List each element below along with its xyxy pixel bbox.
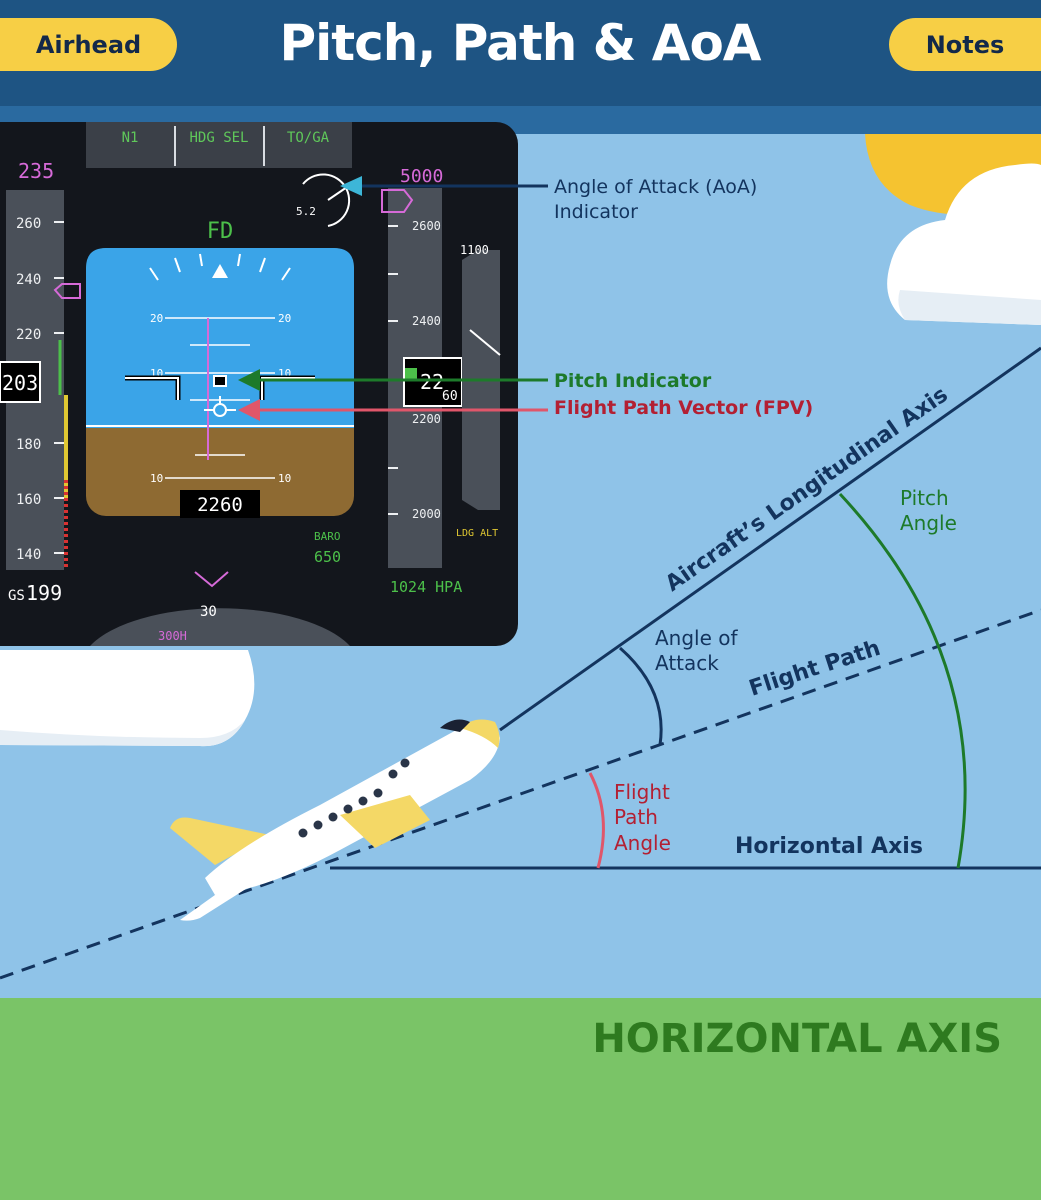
speed-tick-240: 240	[16, 272, 41, 288]
flight-director-label: FD	[207, 219, 234, 244]
speed-tick-260: 260	[16, 216, 41, 232]
radio-altitude-box	[180, 490, 260, 518]
speed-tick-160: 160	[16, 492, 41, 508]
vsi-value: 1100	[460, 243, 489, 257]
airplane-icon	[170, 719, 500, 921]
radio-altitude: 2260	[197, 494, 243, 516]
heading-bug-icon	[194, 571, 229, 588]
selected-speed: 235	[18, 159, 54, 183]
aoa-label-line1: Angle of	[655, 626, 739, 650]
pitch-tick-right-20: 20	[278, 312, 291, 325]
aoa-indicator-label-line1: Angle of Attack (AoA)	[554, 176, 757, 198]
current-altitude-small: 60	[442, 389, 458, 404]
current-altitude-big: 22	[420, 370, 444, 394]
aoa-arc	[619, 646, 663, 746]
pitch-angle-label-line2: Angle	[900, 511, 957, 535]
attitude-sky	[86, 248, 354, 428]
horizontal-axis-label: Horizontal Axis	[735, 834, 923, 859]
fpv-label: Flight Path Vector (FPV)	[554, 397, 813, 419]
fpv-symbol-icon	[204, 396, 236, 417]
selected-altitude: 5000	[400, 166, 443, 187]
vsi-scale	[462, 250, 500, 510]
ldg-alt-label: LDG ALT	[456, 528, 498, 539]
baro-setting: 1024 HPA	[390, 578, 462, 596]
flight-path-angle-arc	[588, 772, 605, 869]
aoa-label-line2: Attack	[655, 651, 719, 675]
ground-horizontal-axis-label: HORIZONTAL AXIS	[592, 1016, 1002, 1062]
pitch-tick-right-m10: 10	[278, 472, 291, 485]
baro-value: 650	[314, 548, 341, 566]
aoa-indicator-label-line2: Indicator	[554, 201, 638, 223]
altitude-bug-icon	[381, 189, 414, 213]
fma-thrust: N1	[122, 130, 139, 146]
pitch-angle-arc	[838, 492, 967, 869]
airhead-button[interactable]: Airhead	[0, 18, 177, 71]
current-speed: 203	[2, 371, 38, 395]
pitch-indicator-label: Pitch Indicator	[554, 370, 712, 392]
pfd-canvas: N1 HDG SEL TO/GA 235 260 240 220 180 160…	[0, 122, 501, 646]
pitch-tick-left-20: 20	[150, 312, 163, 325]
heading-select: 300H	[158, 629, 187, 643]
speed-bug-icon	[53, 283, 81, 299]
fpa-label-line3: Angle	[614, 831, 671, 855]
fma-roll: HDG SEL	[189, 130, 248, 146]
bank-pointer-icon	[212, 264, 228, 278]
ground	[0, 998, 1041, 1200]
flight-path-line	[0, 608, 1041, 980]
page-title: Pitch, Path & AoA	[279, 14, 761, 72]
fpa-label-line1: Flight	[614, 780, 670, 804]
cloud-icon	[887, 163, 1041, 325]
speed-tick-220: 220	[16, 327, 41, 343]
baro-label: BARO	[314, 530, 341, 543]
fpa-label-line2: Path	[614, 805, 658, 829]
altitude-tick-2400: 2400	[412, 314, 441, 328]
primary-flight-display: N1 HDG SEL TO/GA 235 260 240 220 180 160…	[0, 122, 518, 646]
altitude-tick-2200: 2200	[412, 412, 441, 426]
flight-path-label: Flight Path	[746, 636, 883, 702]
ground-speed: 199	[26, 581, 62, 605]
fma-bar	[86, 122, 352, 168]
current-altitude-box	[403, 357, 463, 407]
aircraft-symbol-center	[213, 375, 227, 387]
heading-tick-30: 30	[200, 604, 217, 620]
notes-button[interactable]: Notes	[889, 18, 1041, 71]
longitudinal-axis-line	[499, 346, 1041, 732]
heading-compass	[90, 608, 350, 646]
vsi-needle	[469, 329, 501, 356]
fma-pitch: TO/GA	[287, 130, 330, 146]
altitude-tick-2000: 2000	[412, 507, 441, 521]
cloud-left-icon	[0, 650, 255, 747]
speed-tick-180: 180	[16, 437, 41, 453]
aoa-value: 5.2	[296, 205, 316, 218]
aoa-gauge-icon	[302, 173, 351, 227]
pitch-tick-left-m10: 10	[150, 472, 163, 485]
pitch-angle-label-line1: Pitch	[900, 486, 949, 510]
altitude-tick-2600: 2600	[412, 219, 441, 233]
ground-speed-prefix: GS	[8, 588, 25, 604]
current-speed-box	[0, 361, 41, 403]
speed-tick-140: 140	[16, 547, 41, 563]
